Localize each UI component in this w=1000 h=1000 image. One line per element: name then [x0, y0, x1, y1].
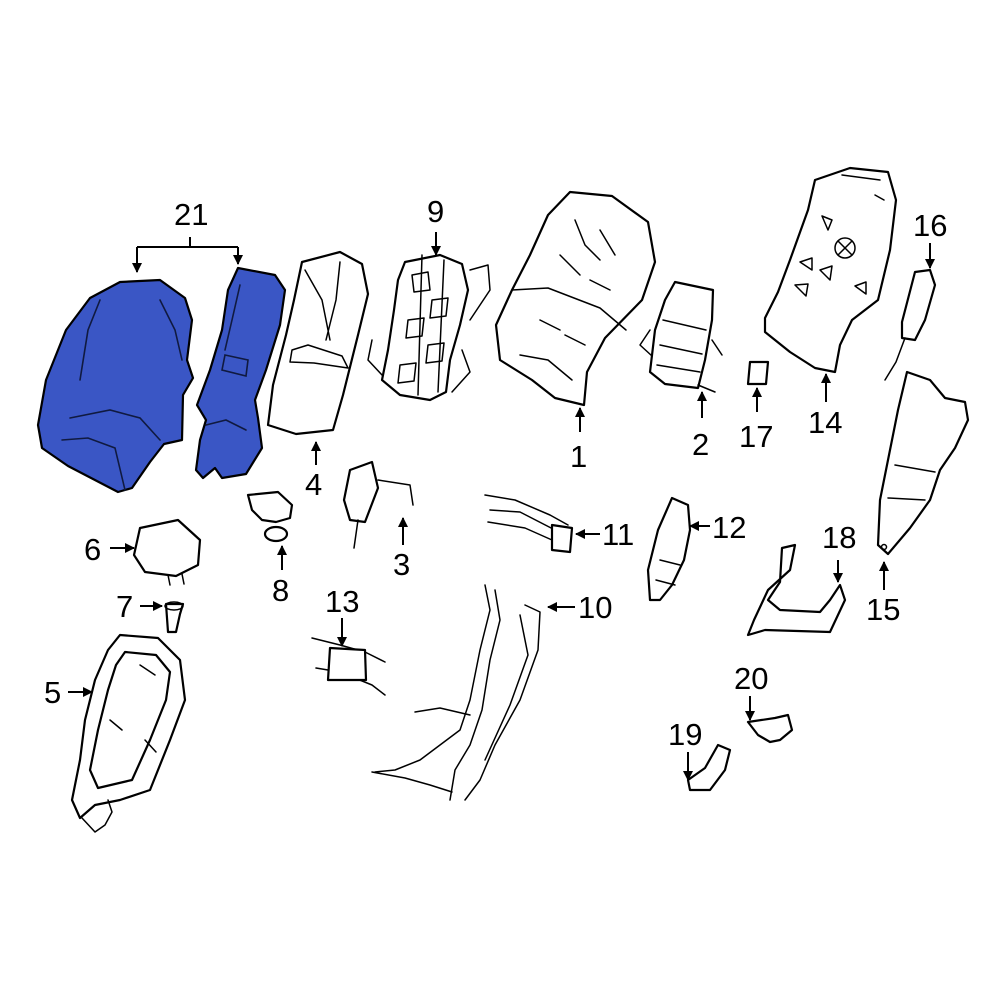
part-16-sensor-cable[interactable]: [884, 268, 937, 381]
part-15-side-shield[interactable]: [876, 370, 970, 556]
part-6-headrest[interactable]: [132, 518, 202, 586]
callout-8[interactable]: 8: [272, 573, 289, 608]
part-5-seatback-frame[interactable]: [70, 633, 187, 833]
part-2-lumbar-support[interactable]: [639, 280, 723, 393]
part-18-cushion-trim[interactable]: [746, 543, 847, 637]
callout-18[interactable]: 18: [822, 520, 856, 555]
callout-3[interactable]: 3: [393, 547, 410, 582]
part-13-seat-heater-module[interactable]: [311, 637, 386, 696]
callout-1[interactable]: 1: [570, 439, 587, 474]
callout-14[interactable]: 14: [808, 405, 842, 440]
callout-10[interactable]: 10: [578, 590, 612, 625]
part-9-back-frame-spring[interactable]: [367, 253, 491, 402]
part-11-harness-module[interactable]: [484, 494, 574, 554]
part-19-trim-cover[interactable]: [686, 743, 732, 792]
callout-6[interactable]: 6: [84, 532, 101, 567]
part-17-clip[interactable]: [746, 360, 770, 386]
callout-13[interactable]: 13: [325, 584, 359, 619]
callout-12[interactable]: 12: [712, 510, 746, 545]
part-21-seat-back-cover[interactable]: [36, 266, 287, 494]
part-1-seatback-cushion[interactable]: [494, 190, 657, 407]
callout-5[interactable]: 5: [44, 675, 61, 710]
callout-15[interactable]: 15: [866, 592, 900, 627]
callout-9[interactable]: 9: [427, 194, 444, 229]
part-7-headrest-guide[interactable]: [164, 601, 185, 634]
part-12-side-airbag[interactable]: [646, 496, 692, 602]
callout-21[interactable]: 21: [174, 197, 208, 232]
callout-7[interactable]: 7: [116, 589, 133, 624]
callout-labels: 21 9 4 1 2 17 14 16 15 3 8 11 12 18 10 1…: [44, 194, 947, 752]
callout-4[interactable]: 4: [305, 467, 322, 502]
part-3-harness-bracket[interactable]: [342, 460, 414, 549]
part-20-clip[interactable]: [746, 713, 794, 744]
part-4-back-pad[interactable]: [266, 250, 370, 436]
callout-17[interactable]: 17: [739, 419, 773, 454]
leader-lines: [68, 232, 935, 781]
callout-16[interactable]: 16: [913, 208, 947, 243]
callout-11[interactable]: 11: [602, 517, 634, 552]
part-10-wire-harness[interactable]: [371, 584, 541, 801]
callout-2[interactable]: 2: [692, 427, 709, 462]
part-14-seat-back-panel[interactable]: [763, 166, 898, 374]
part-8-bracket[interactable]: [246, 490, 294, 543]
callout-20[interactable]: 20: [734, 661, 768, 696]
callout-19[interactable]: 19: [668, 717, 702, 752]
